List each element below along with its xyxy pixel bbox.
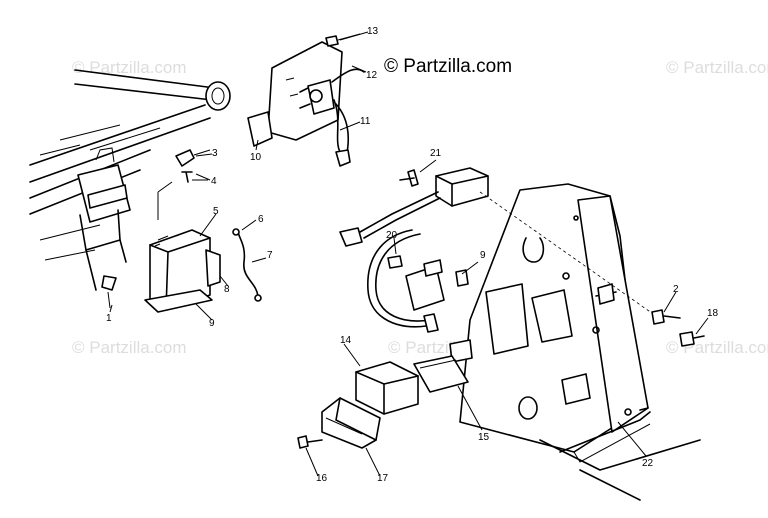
small-fasteners-3-4: [157, 149, 211, 220]
callout-11: 11: [360, 116, 371, 127]
callout-15: 15: [478, 432, 490, 443]
callout-10: 10: [250, 152, 262, 163]
lower-box-14: [355, 361, 419, 415]
watermark: © Partzilla.com: [72, 338, 187, 357]
callout-20: 20: [386, 230, 398, 241]
callout-17: 17: [377, 473, 389, 484]
mounting-plate: [449, 183, 701, 501]
regulator-bracket: [247, 33, 365, 167]
callout-labels: 1 2 3 4 5 6 7 8 9 9 10 11 12 13 14 15 16…: [106, 26, 719, 484]
callout-18: 18: [707, 308, 719, 319]
callout-22: 22: [642, 458, 654, 469]
watermark: © Partzilla.com: [666, 58, 768, 77]
callout-8: 8: [224, 284, 230, 295]
watermark: © Partzilla.com: [72, 58, 187, 77]
callout-1: 1: [106, 313, 112, 324]
callout-7: 7: [267, 250, 273, 261]
callout-3: 3: [212, 148, 218, 159]
callout-2: 2: [673, 284, 679, 295]
gasket-15: [413, 355, 469, 393]
cover-17: [321, 397, 381, 449]
cdi-box: [339, 167, 489, 247]
callout-9-nut: 9: [480, 250, 486, 261]
callout-5: 5: [213, 206, 219, 217]
nut-9: [455, 269, 469, 287]
callout-21: 21: [430, 148, 442, 159]
callout-14: 14: [340, 335, 352, 346]
callout-12: 12: [366, 70, 378, 81]
ignition-coil: [367, 229, 445, 333]
screw-16: [297, 435, 323, 449]
callout-9-battery-pad: 9: [209, 318, 215, 329]
battery-assembly: [144, 229, 221, 313]
callout-4: 4: [211, 176, 217, 187]
battery-cable-6-7: [232, 228, 262, 302]
frame-section: [29, 69, 231, 309]
leader-lines: [109, 31, 709, 477]
bolts-2-18: [479, 191, 705, 347]
brand-label: © Partzilla.com: [384, 56, 512, 77]
callout-13: 13: [367, 26, 379, 37]
callout-16: 16: [316, 473, 328, 484]
callout-6: 6: [258, 214, 264, 225]
